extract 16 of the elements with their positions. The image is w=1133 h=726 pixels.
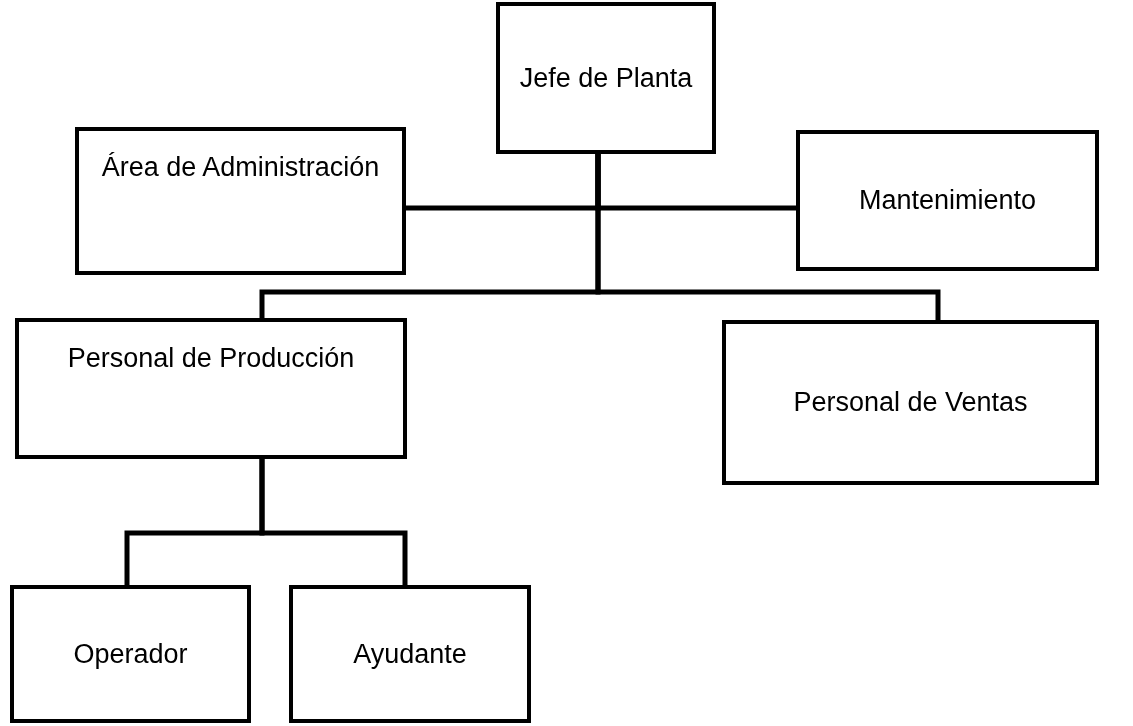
org-box [10, 585, 251, 723]
org-box [289, 585, 531, 723]
box-label: Mantenimiento [857, 184, 1038, 217]
org-box [496, 2, 716, 154]
connector-line [595, 154, 941, 320]
box-label: Área de Administración [100, 151, 381, 184]
box-label: Ayudante [352, 637, 468, 671]
box-label: Operador [72, 637, 189, 671]
box-label: Personal de Ventas [792, 386, 1029, 419]
org-box [796, 130, 1099, 271]
box-label: Personal de Producción [66, 342, 356, 375]
org-box [15, 318, 407, 459]
org-box [75, 127, 406, 275]
box-label: Jefe de Planta [518, 61, 694, 95]
org-box [722, 320, 1099, 485]
connector-line [259, 459, 408, 585]
